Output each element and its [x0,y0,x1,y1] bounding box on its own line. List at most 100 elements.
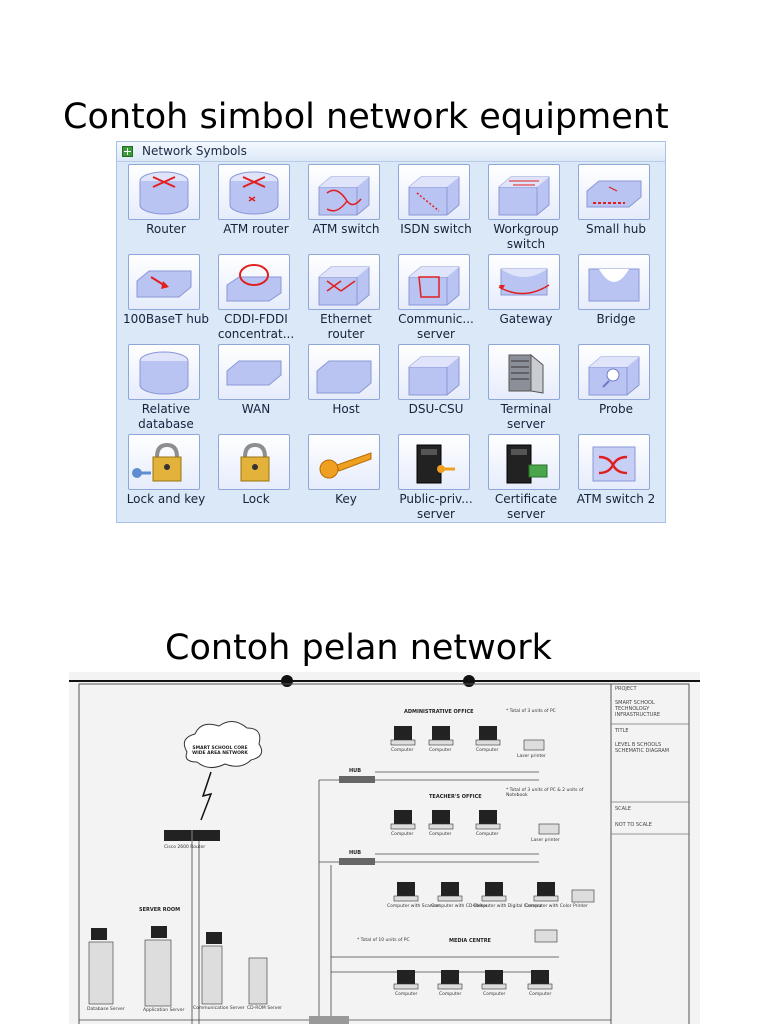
teachers-office-label: TEACHER'S OFFICE [429,794,482,800]
symbols-heading: Contoh simbol network equipment [63,97,669,137]
symbol-label: Ethernet router [320,312,372,341]
ethernet-router-icon [308,254,380,310]
probe-icon [578,344,650,400]
computer-label: Computer [476,832,499,837]
database-icon [128,344,200,400]
symbol-label: Lock and key [126,492,206,506]
public-private-server-icon [398,434,470,490]
symbol-item[interactable]: Small hub [571,164,661,254]
comp-camera-label: Computer with Digital Camera [473,904,542,909]
db-server-label: Database Server [87,1007,125,1012]
panel-title-bar: Network Symbols [117,142,665,162]
hub1-label: HUB [349,768,362,774]
symbol-item[interactable]: Workgroup switch [481,164,571,254]
atm-switch-2-icon [578,434,650,490]
dsu-csu-icon [398,344,470,400]
router-icon [128,164,200,220]
small-hub-icon [578,164,650,220]
symbol-item[interactable]: Host [301,344,391,434]
network-plan-lines [69,675,700,1024]
symbol-label: Host [332,402,360,416]
lock-and-key-icon [128,434,200,490]
computer-label: Computer [391,748,414,753]
symbol-item[interactable]: ATM switch [301,164,391,254]
media-centre-label: MEDIA CENTRE [449,938,491,944]
symbol-item[interactable]: Public-priv... server [391,434,481,524]
symbol-item[interactable]: ATM switch 2 [571,434,661,524]
symbol-item[interactable]: 100BaseT hub [121,254,211,344]
symbol-label: ATM switch 2 [576,492,656,506]
symbol-label: Relative database [138,402,194,431]
atm-router-icon [218,164,290,220]
symbol-item[interactable]: Lock [211,434,301,524]
symbol-label: WAN [241,402,271,416]
symbol-item[interactable]: WAN [211,344,301,434]
title-block-project: SMART SCHOOL TECHNOLOGY INFRASTRUCTURE [615,700,660,718]
admin-office-label: ADMINISTRATIVE OFFICE [404,709,474,715]
symbol-item[interactable]: CDDI-FDDI concentrat... [211,254,301,344]
symbol-label: DSU-CSU [408,402,464,416]
communication-server-icon [398,254,470,310]
symbol-item[interactable]: ATM router [211,164,301,254]
symbol-item[interactable]: Lock and key [121,434,211,524]
comp-printer-label: Computer with Color Printer [525,904,588,909]
symbol-item[interactable]: DSU-CSU [391,344,481,434]
terminal-server-icon [488,344,560,400]
key-icon [308,434,380,490]
symbol-item[interactable]: Certificate server [481,434,571,524]
symbol-item[interactable]: Terminal server [481,344,571,434]
symbol-label: Bridge [596,312,636,326]
cdrom-server-label: CD-ROM Server [247,1006,282,1011]
symbol-label: Key [335,492,357,506]
symbol-label: Workgroup switch [493,222,559,251]
symbol-label: Lock [242,492,270,506]
computer-label: Computer [439,992,462,997]
symbol-item[interactable]: Ethernet router [301,254,391,344]
atm-switch-icon [308,164,380,220]
lock-icon [218,434,290,490]
server-room-label: SERVER ROOM [139,907,181,913]
wan-cloud-label: SMART SCHOOL CORE WIDE AREA NETWORK [192,746,248,756]
isdn-switch-icon [398,164,470,220]
symbol-label: Public-priv... server [399,492,473,521]
computer-label: Computer [395,992,418,997]
gateway-icon [488,254,560,310]
symbol-item[interactable]: Bridge [571,254,661,344]
symbol-label: Probe [598,402,634,416]
media-note: * Total of 10 units of PC [357,938,410,943]
symbol-item[interactable]: Key [301,434,391,524]
computer-label: Computer [429,748,452,753]
symbol-item[interactable]: Relative database [121,344,211,434]
symbol-label: CDDI-FDDI concentrat... [217,312,295,341]
symbol-label: ISDN switch [400,222,472,236]
title-block-title: LEVEL B SCHOOLS SCHEMATIC DIAGRAM [615,742,670,754]
symbol-item[interactable]: Router [121,164,211,254]
symbol-label: Small hub [586,222,646,236]
computer-label: Computer [429,832,452,837]
symbol-label: Router [146,222,186,236]
teachers-note: * Total of 3 units of PC & 2 units of No… [506,788,584,798]
computer-label: Computer [529,992,552,997]
laser-printer-label: Laser printer [517,754,546,759]
comm-server-label: Communication Server [193,1006,245,1011]
title-block-title-label: TITLE [615,728,629,734]
computer-label: Computer [476,748,499,753]
symbol-item[interactable]: Probe [571,344,661,434]
symbol-item[interactable]: ISDN switch [391,164,481,254]
symbol-label: ATM switch [312,222,380,236]
panel-title: Network Symbols [142,144,247,158]
app-server-label: Application Server [143,1008,185,1013]
workgroup-switch-icon [488,164,560,220]
symbol-label: Gateway [499,312,553,326]
symbol-item[interactable]: Communic... server [391,254,481,344]
network-plan-drawing: PROJECT SMART SCHOOL TECHNOLOGY INFRASTR… [69,672,700,1024]
symbol-item[interactable]: Gateway [481,254,571,344]
100baset-hub-icon [128,254,200,310]
comp-scanner-label: Computer with Scanner [387,904,441,909]
title-block-project-label: PROJECT [615,686,637,692]
computer-label: Computer [391,832,414,837]
title-block-scale-label: SCALE [615,806,632,812]
hub2-label: HUB [349,850,362,856]
